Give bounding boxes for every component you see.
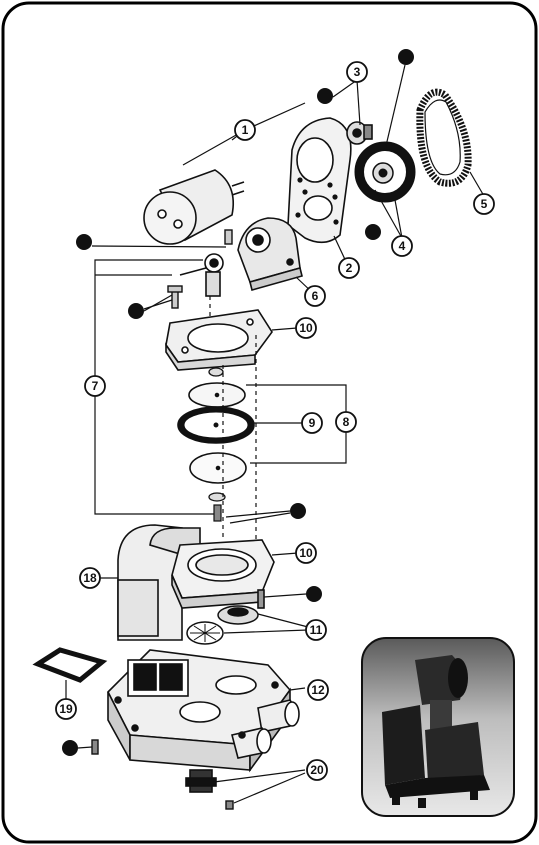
pump-head-part (117, 524, 275, 641)
callout-circle-18 (79, 567, 101, 589)
pump-base-part (107, 649, 300, 793)
callout-label-8: 8 (343, 415, 350, 429)
callout-label-20: 20 (310, 763, 324, 777)
callout-label-4: 4 (399, 239, 406, 253)
diaphragm-stack-part (177, 367, 255, 522)
callout-circle-12 (307, 679, 329, 701)
callout-circle-7 (84, 375, 106, 397)
callout-circle-9 (301, 412, 323, 434)
callout-circle-6 (304, 285, 326, 307)
callout-label-7: 7 (92, 379, 99, 393)
callout-circle-10 (295, 317, 317, 339)
motor-part (143, 169, 245, 245)
callout-circle-2 (338, 257, 360, 279)
belt-part (416, 88, 472, 187)
callout-label-9: 9 (309, 416, 316, 430)
callout-label-10: 10 (299, 321, 313, 335)
photo-pump-silhouette (382, 655, 490, 808)
callout-circle-5 (473, 193, 495, 215)
callout-label-2: 2 (346, 261, 353, 275)
valve-plate-top-part (165, 309, 273, 371)
callout-label-18: 18 (83, 571, 97, 585)
callout-label-3: 3 (354, 65, 361, 79)
callout-label-11: 11 (310, 623, 323, 637)
callout-label-10: 10 (299, 546, 313, 560)
drive-gear-part (354, 141, 416, 203)
check-valve-parts (186, 605, 259, 645)
callout-circle-11 (305, 619, 327, 641)
callout-circle-1 (234, 119, 256, 141)
callout-circle-3 (346, 61, 368, 83)
callout-circle-19 (55, 698, 77, 720)
callout-label-12: 12 (311, 683, 325, 697)
callout-circle-4 (391, 235, 413, 257)
housing-part (287, 117, 352, 244)
callout-label-19: 19 (59, 702, 73, 716)
callout-label-1: 1 (242, 123, 249, 137)
callout-label-5: 5 (481, 197, 488, 211)
pinion-gear-part (346, 121, 373, 145)
callout-circle-10 (295, 542, 317, 564)
callout-circle-20 (306, 759, 328, 781)
bearing-bracket-part (237, 217, 303, 291)
screw-parts (167, 229, 233, 309)
gasket-part (32, 647, 108, 683)
hardware-dot-markers (62, 49, 414, 756)
product-photo-inset (361, 637, 515, 817)
connecting-rod-part (179, 253, 224, 297)
callout-label-6: 6 (312, 289, 319, 303)
callout-circle-8 (335, 411, 357, 433)
